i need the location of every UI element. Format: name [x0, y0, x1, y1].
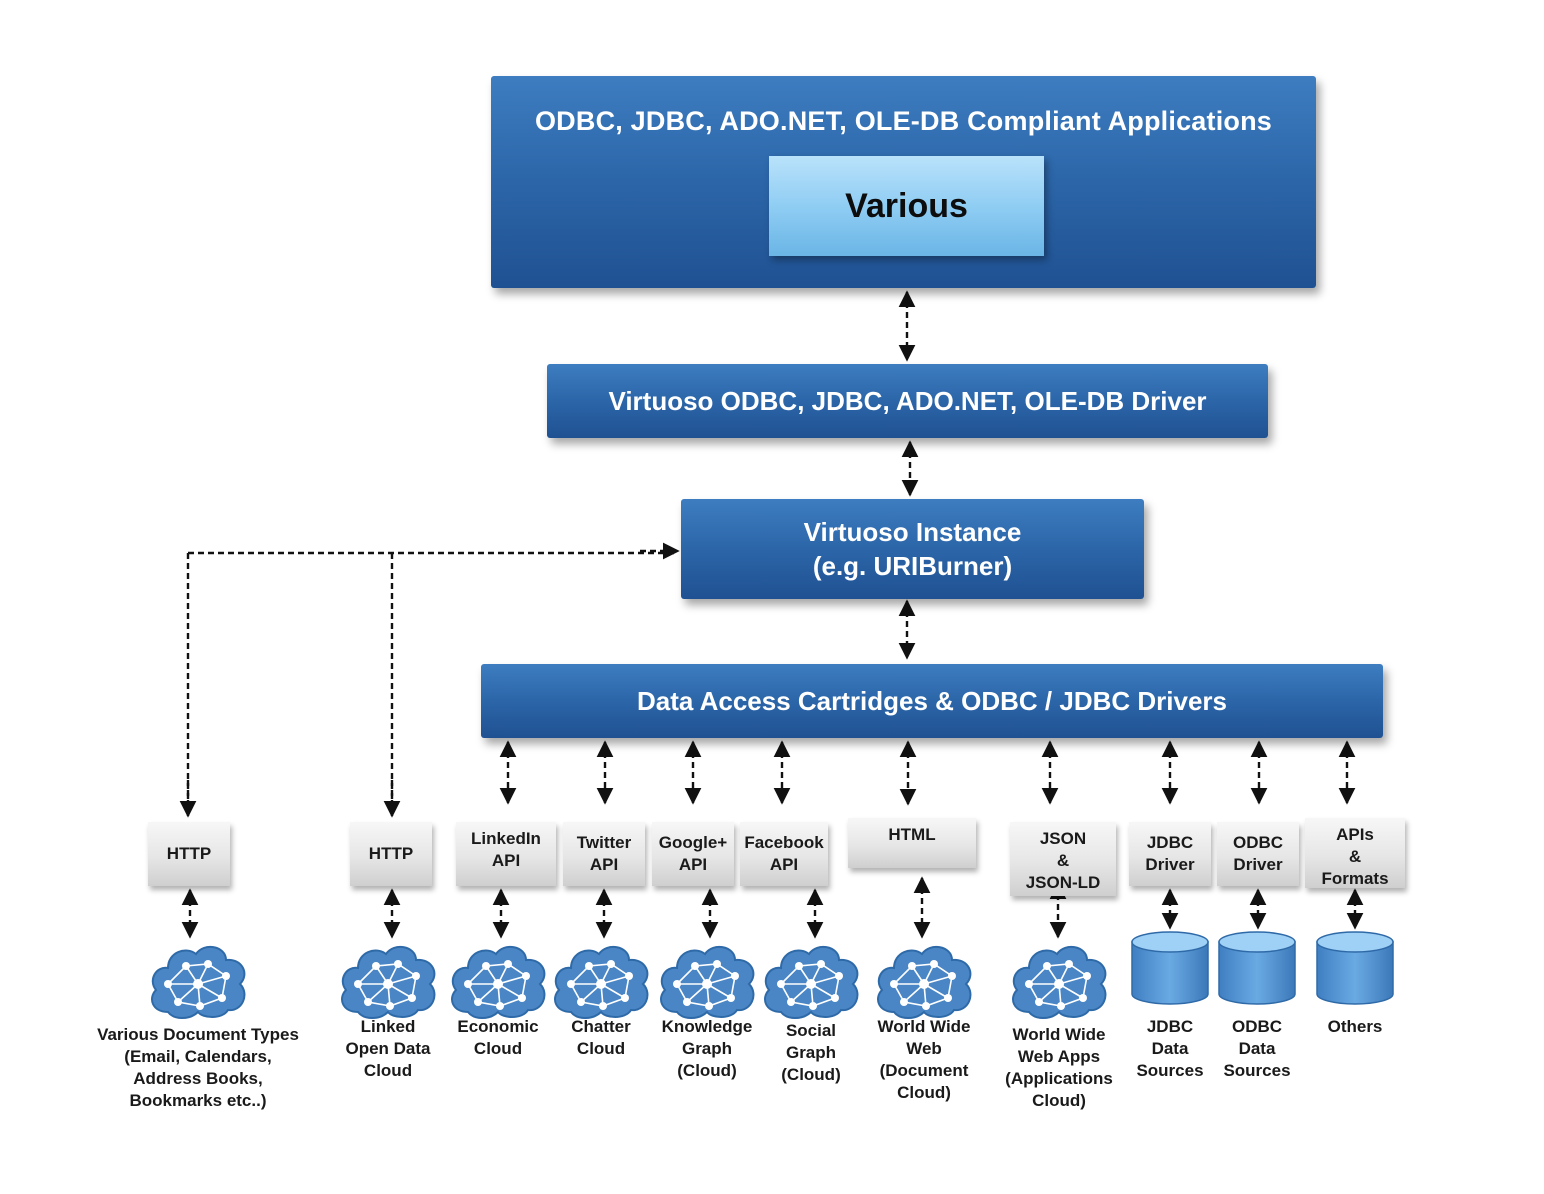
- source-label: Social Graph (Cloud): [781, 1021, 841, 1084]
- virtuoso-driver-box: Virtuoso ODBC, JDBC, ADO.NET, OLE-DB Dri…: [547, 364, 1268, 438]
- connector-box: Twitter API: [563, 822, 645, 886]
- source-label: Others: [1327, 1017, 1383, 1036]
- cloud-network-icon: [336, 940, 440, 1025]
- database-icon: [1130, 930, 1210, 1011]
- virtuoso-instance-box: Virtuoso Instance (e.g. URIBurner): [681, 499, 1144, 599]
- source-label: Knowledge Graph (Cloud): [661, 1017, 753, 1080]
- cloud-network-icon: [549, 940, 653, 1025]
- cloud-network-icon: [146, 940, 250, 1025]
- connector-box: HTTP: [148, 822, 230, 886]
- cloud-network-icon: [759, 940, 863, 1025]
- connector-box: Facebook API: [740, 822, 828, 886]
- applications-title: ODBC, JDBC, ADO.NET, OLE-DB Compliant Ap…: [534, 106, 1273, 136]
- source-label: Chatter Cloud: [571, 1017, 631, 1058]
- instance-title: Virtuoso Instance: [803, 517, 1022, 547]
- connector-box: Google+ API: [652, 822, 734, 886]
- connector-box: APIs & Formats: [1305, 818, 1405, 888]
- data-access-cartridges-box: Data Access Cartridges & ODBC / JDBC Dri…: [481, 664, 1383, 738]
- source-label: World Wide Web Apps (Applications Cloud): [1005, 1025, 1113, 1110]
- database-icon: [1217, 930, 1297, 1011]
- various-apps-box: Various: [769, 156, 1044, 256]
- source-label: Various Document Types (Email, Calendars…: [97, 1025, 299, 1110]
- connector-box: HTML: [848, 818, 976, 868]
- cloud-network-icon: [1007, 940, 1111, 1025]
- connector-box: LinkedIn API: [456, 822, 556, 886]
- source-label: World Wide Web (Document Cloud): [877, 1017, 971, 1102]
- connector-box: ODBC Driver: [1217, 822, 1299, 886]
- cloud-network-icon: [872, 940, 976, 1025]
- database-icon: [1315, 930, 1395, 1011]
- source-label: ODBC Data Sources: [1223, 1017, 1291, 1080]
- cloud-network-icon: [655, 940, 759, 1025]
- source-label: Linked Open Data Cloud: [345, 1017, 431, 1080]
- connector-box: JSON & JSON-LD: [1010, 822, 1116, 896]
- connector-box: HTTP: [350, 822, 432, 886]
- source-label: Economic Cloud: [457, 1017, 539, 1058]
- cloud-network-icon: [446, 940, 550, 1025]
- connector-box: JDBC Driver: [1129, 822, 1211, 886]
- instance-example: (e.g. URIBurner): [812, 551, 1013, 581]
- source-label: JDBC Data Sources: [1136, 1017, 1204, 1080]
